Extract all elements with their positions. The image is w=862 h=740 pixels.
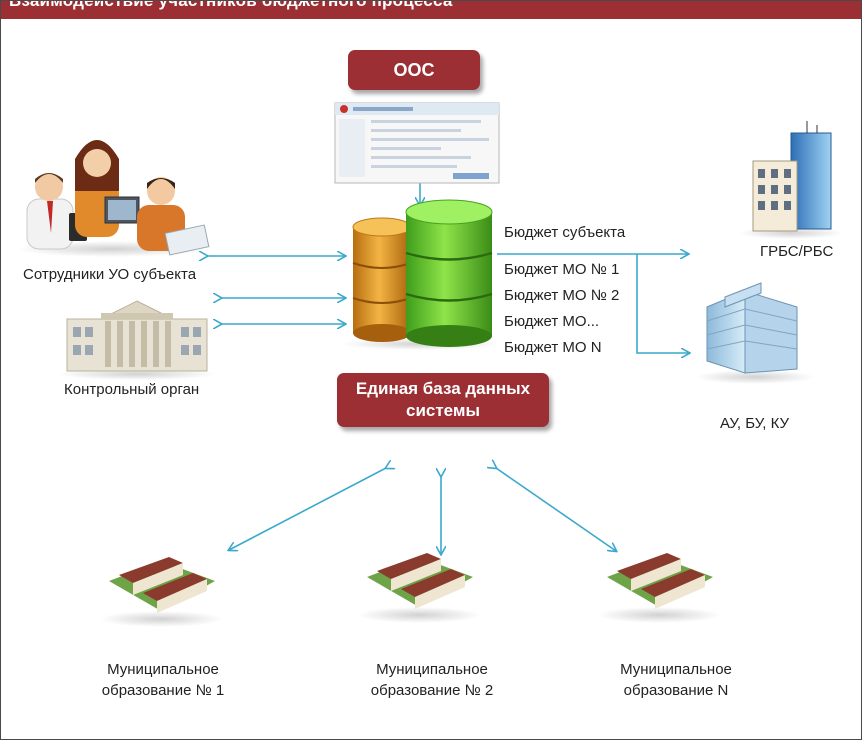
staff-people-illustration [16,140,210,257]
institutions-label: АУ, БУ, КУ [720,415,790,432]
municipality-village-1 [99,557,223,627]
database-cylinders [341,199,501,350]
person-woman-headset [75,140,140,237]
municipality-1-line1: Муниципальное [107,661,219,678]
budget-label-mo2: Бюджет МО № 2 [504,287,620,304]
budget-label-subject: Бюджет субъекта [504,224,626,241]
municipality-2-line1: Муниципальное [376,661,488,678]
municipality-2-line2: образование № 2 [370,682,494,699]
institutions-building-illustration [695,282,815,384]
oos-box: ООС [348,50,480,90]
database-box: Единая база данных системы [337,373,549,427]
database-title-line1: Единая база данных [355,379,531,398]
municipality-1-line2: образование № 1 [101,682,225,699]
arrow-db-munN [496,468,616,551]
grbs-building-illustration [739,121,843,239]
municipality-label-3: Муниципальное образование N [591,659,761,701]
arrow-db-institutions [636,254,689,353]
municipality-3-line1: Муниципальное [620,661,732,678]
municipality-village-3 [597,553,721,623]
db-orange-cylinder [352,217,412,342]
municipality-village-2 [357,553,481,623]
budget-label-mo1: Бюджет МО № 1 [504,261,620,278]
connector-arrows [207,165,689,554]
header-banner: Взаимодействие участников бюджетного про… [1,1,861,19]
budget-label-mon: Бюджет МО N [504,339,602,356]
oos-label: ООС [393,60,435,80]
arrow-db-mun1 [229,468,386,550]
header-title: Взаимодействие участников бюджетного про… [9,1,452,11]
municipality-label-1: Муниципальное образование № 1 [78,659,248,701]
person-man [26,173,87,250]
control-label: Контрольный орган [64,381,200,398]
grbs-label: ГРБС/РБС [760,243,834,260]
database-title-line2: системы [405,401,480,420]
municipality-3-line2: образование N [623,682,729,699]
control-building-illustration [57,300,217,380]
oos-website-screenshot [334,102,500,184]
staff-label: Сотрудники УО субъекта [23,266,197,283]
db-green-cylinder [405,199,493,347]
person-woman-glasses [137,177,210,256]
municipality-label-2: Муниципальное образование № 2 [347,659,517,701]
budget-label-mo-etc: Бюджет МО... [504,313,600,330]
